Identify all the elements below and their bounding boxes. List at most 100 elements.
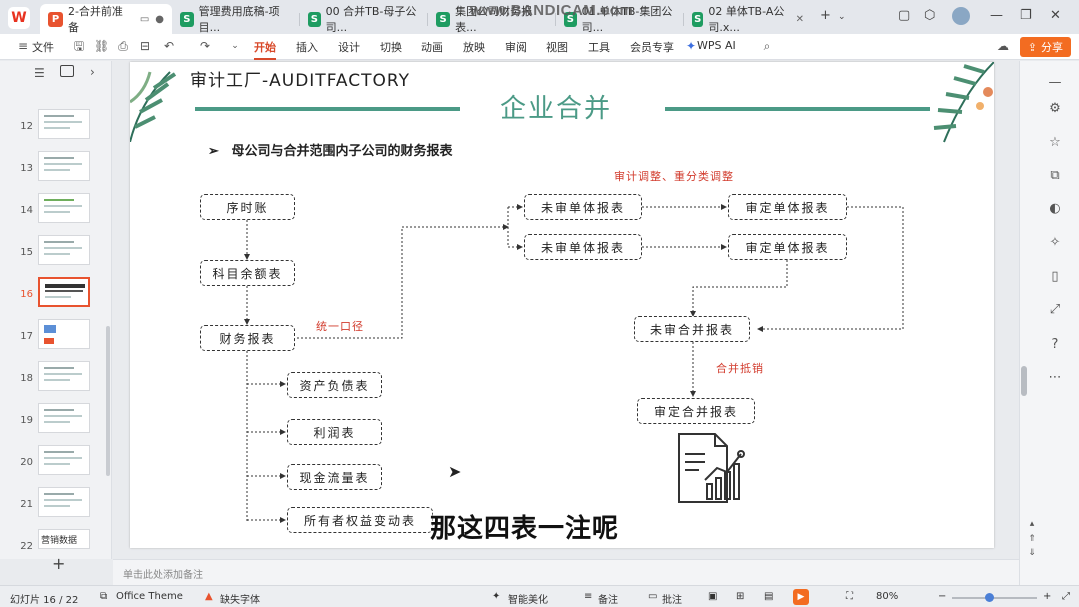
undo-icon[interactable]: ↶ <box>163 39 175 53</box>
wps-logo-icon[interactable]: W <box>8 7 30 29</box>
chevron-right-icon[interactable]: › <box>90 65 95 79</box>
play-slideshow-button[interactable]: ▶ <box>793 589 809 605</box>
tab-view[interactable]: 视图 <box>546 41 568 54</box>
redo-icon[interactable]: ↷ <box>199 39 211 53</box>
tab-spreadsheet-1[interactable]: S 管理费用底稿-项目... <box>172 4 300 34</box>
tab-home[interactable]: 开始 <box>254 41 276 60</box>
scroll-up-icon[interactable]: ▴ <box>1029 519 1035 529</box>
comments-button[interactable]: 批注 <box>662 595 682 606</box>
zoom-slider[interactable] <box>952 597 1037 599</box>
more-icon[interactable]: ⋯ <box>1048 370 1062 385</box>
thumbnail-scrollbar[interactable] <box>106 326 110 476</box>
print-preview-icon[interactable]: ⊟ <box>139 39 151 53</box>
slide-thumbnail[interactable]: 营销数据 <box>38 529 90 549</box>
reading-view-icon[interactable]: ▤ <box>764 591 774 602</box>
tab-insert[interactable]: 插入 <box>296 41 318 54</box>
tab-wps-ai[interactable]: WPS AI <box>697 39 736 52</box>
slide-thumbnail[interactable] <box>38 361 90 391</box>
tab-animation[interactable]: 动画 <box>421 41 443 54</box>
search-icon[interactable]: ⌕ <box>763 39 771 53</box>
tab-transition[interactable]: 切换 <box>380 41 402 54</box>
thumbnail-item[interactable]: 12 <box>0 109 112 149</box>
tab-review[interactable]: 审阅 <box>505 41 527 54</box>
share-button[interactable]: ⇪ 分享 <box>1019 37 1071 57</box>
minimize-panel-icon[interactable]: — <box>1048 75 1062 90</box>
print-icon[interactable]: ⎙ <box>118 39 128 53</box>
tab-spreadsheet-4[interactable]: S 01 单体TB-集团公司... <box>556 4 684 34</box>
zoom-level[interactable]: 80% <box>876 591 899 602</box>
slide-thumbnail[interactable] <box>38 277 90 307</box>
slide-thumbnail[interactable] <box>38 445 90 475</box>
book-icon[interactable]: ▯ <box>1051 269 1059 284</box>
star-icon[interactable]: ☆ <box>1049 135 1061 150</box>
file-menu[interactable]: 文件 <box>32 41 54 54</box>
zoom-out-icon[interactable]: − <box>938 591 947 602</box>
help-icon[interactable]: ? <box>1051 337 1059 352</box>
page-up-icon[interactable]: ⇑ <box>1028 534 1036 544</box>
slide-thumbnail[interactable] <box>38 151 90 181</box>
layers-icon[interactable]: ⧉ <box>1050 168 1060 183</box>
thumbnail-item[interactable]: 21 <box>0 487 112 527</box>
magic-wand-icon[interactable]: ✧ <box>1049 235 1061 250</box>
slide-thumbnail[interactable] <box>38 403 90 433</box>
canvas-scrollbar[interactable] <box>1021 366 1027 396</box>
menu-icon[interactable]: ≡ <box>17 39 29 53</box>
tab-presentation[interactable]: P 2-合并前准备 ▭ ● <box>40 4 172 34</box>
more-chevron-icon[interactable]: ⌄ <box>231 41 239 51</box>
tab-list-chevron-icon[interactable]: ⌄ <box>838 12 846 22</box>
adjust-settings-icon[interactable]: ⚙ <box>1049 101 1061 116</box>
thumbnail-item-active[interactable]: 16 <box>0 277 112 317</box>
tab-design[interactable]: 设计 <box>338 41 360 54</box>
window-mode-icon[interactable]: ▢ <box>898 8 911 23</box>
slide-thumbnail[interactable] <box>38 109 90 139</box>
thumbnail-item[interactable]: 17 <box>0 319 112 359</box>
maximize-button[interactable]: ❐ <box>1020 8 1032 23</box>
zoom-slider-handle[interactable] <box>985 593 994 602</box>
tab-spreadsheet-2[interactable]: S 00 合并TB-母子公司... <box>300 4 428 34</box>
link-icon[interactable]: ⛓ <box>94 39 110 53</box>
thumbnail-item[interactable]: 19 <box>0 403 112 443</box>
thumbnail-item[interactable]: 15 <box>0 235 112 275</box>
missing-font-button[interactable]: 缺失字体 <box>220 595 260 606</box>
monitor-icon[interactable]: ▭ <box>139 13 150 25</box>
minimize-button[interactable]: — <box>990 8 1003 23</box>
thumbnail-item[interactable]: 18 <box>0 361 112 401</box>
close-tab-icon[interactable]: ✕ <box>795 13 804 25</box>
slide-thumbnail[interactable] <box>38 193 90 223</box>
slide-thumbnail[interactable] <box>38 319 90 349</box>
zoom-in-icon[interactable]: + <box>1043 591 1052 602</box>
sorter-view-icon[interactable]: ⊞ <box>736 591 745 602</box>
tab-spreadsheet-3[interactable]: S 集团公司财务报表... <box>428 4 556 34</box>
thumbnail-item[interactable]: 14 <box>0 193 112 233</box>
theme-name[interactable]: Office Theme <box>116 591 183 602</box>
save-icon[interactable]: 🖫 <box>73 39 85 53</box>
thumbnail-item[interactable]: 13 <box>0 151 112 191</box>
add-slide-button[interactable]: + <box>52 554 66 573</box>
close-window-button[interactable]: ✕ <box>1050 8 1061 23</box>
slide-thumbnail[interactable] <box>38 235 90 265</box>
thumbnail-view-icon[interactable] <box>60 65 74 77</box>
fullscreen-icon[interactable]: ⤢ <box>1062 591 1070 602</box>
transform-icon[interactable]: ⤢ <box>1049 302 1061 317</box>
notes-pane[interactable]: 单击此处添加备注 <box>113 559 1019 585</box>
normal-view-icon[interactable]: ▣ <box>708 591 718 602</box>
tab-tools[interactable]: 工具 <box>588 41 610 54</box>
avatar[interactable] <box>952 7 970 25</box>
mouse-pointer-icon: ➤ <box>448 462 462 481</box>
palette-icon[interactable]: ◐ <box>1049 201 1061 216</box>
slide[interactable]: 审计工厂-AUDITFACTORY 企业合并 ➢ 母公司与合并范围内子公司的财务… <box>130 62 994 548</box>
slide-thumbnail[interactable] <box>38 487 90 517</box>
tab-member[interactable]: 会员专享 <box>630 41 674 54</box>
page-down-icon[interactable]: ⇓ <box>1028 548 1036 558</box>
thumbnail-item[interactable]: 20 <box>0 445 112 485</box>
new-tab-button[interactable]: + <box>820 8 831 23</box>
tab-slideshow[interactable]: 放映 <box>463 41 485 54</box>
cloud-sync-icon[interactable]: ☁ <box>997 39 1009 53</box>
fit-window-icon[interactable]: ⛶ <box>846 591 853 602</box>
smart-beautify-button[interactable]: 智能美化 <box>508 595 548 606</box>
notes-button[interactable]: 备注 <box>598 595 618 606</box>
tab-spreadsheet-5[interactable]: S 02 单体TB-A公司.x... ✕ <box>684 4 812 34</box>
outline-view-icon[interactable]: ☰ <box>34 66 45 80</box>
3d-box-icon[interactable]: ⬡ <box>924 8 936 23</box>
